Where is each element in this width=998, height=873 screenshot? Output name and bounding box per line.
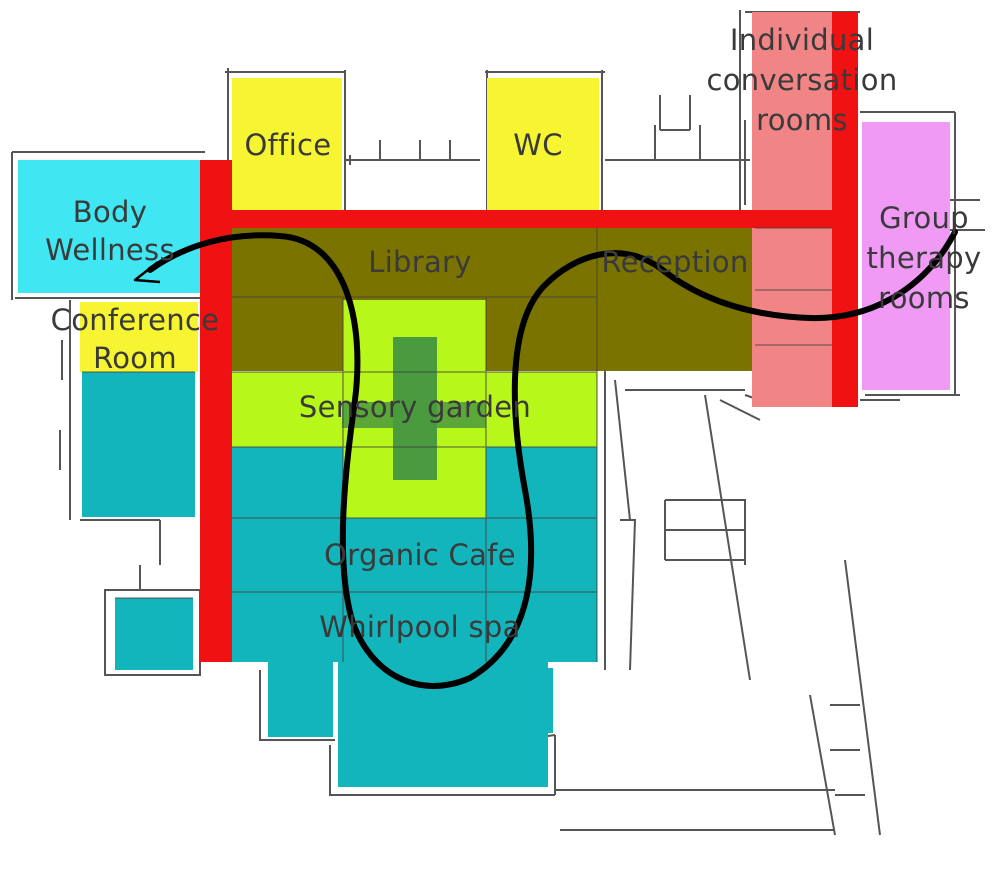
circulation-arrowhead-icon — [133, 261, 161, 284]
group-therapy-label-line1: Group — [879, 201, 969, 235]
office-zone — [232, 78, 342, 211]
body-wellness-zone — [18, 160, 202, 293]
library-label: Library — [368, 245, 472, 279]
whirlpool-spa-label: Whirlpool spa — [319, 610, 520, 644]
group-therapy-label-line2: therapy — [867, 241, 982, 275]
wc-label: WC — [513, 128, 563, 162]
small-teal-zone — [115, 598, 193, 670]
left-teal-zone — [82, 372, 195, 517]
zones — [18, 12, 950, 787]
spa-annex-left — [268, 662, 333, 737]
room-labels: Office WC Individual conversation rooms … — [45, 23, 981, 644]
conference-label-line2: Room — [93, 341, 177, 375]
conference-label-line1: Conference — [51, 303, 220, 337]
group-therapy-zone — [862, 122, 950, 390]
spa-annex-right — [495, 668, 553, 733]
individual-label-line3: rooms — [756, 103, 848, 137]
group-therapy-label-line3: rooms — [878, 281, 970, 315]
conference-room-zone — [80, 302, 198, 372]
wc-zone — [487, 78, 599, 211]
organic-cafe-label: Organic Cafe — [324, 538, 516, 572]
individual-label-line1: Individual — [730, 23, 874, 57]
circulation-path-line — [147, 229, 958, 689]
corridors — [200, 12, 858, 662]
sensory-garden-label: Sensory garden — [299, 390, 531, 424]
body-wellness-label-line1: Body — [73, 195, 147, 229]
cafe-teal-left — [232, 447, 343, 662]
body-wellness-label-line2: Wellness — [45, 233, 175, 267]
garden-cross-horizontal — [342, 402, 486, 428]
individual-label-line2: conversation — [706, 63, 897, 97]
reception-label: Reception — [601, 245, 748, 279]
cafe-teal-bottom — [343, 518, 486, 662]
office-label: Office — [245, 128, 332, 162]
corridor-horizontal — [232, 210, 832, 228]
individual-rooms-zone — [752, 12, 832, 407]
cafe-teal-right — [486, 447, 597, 662]
corridor-vertical-right — [832, 12, 858, 407]
